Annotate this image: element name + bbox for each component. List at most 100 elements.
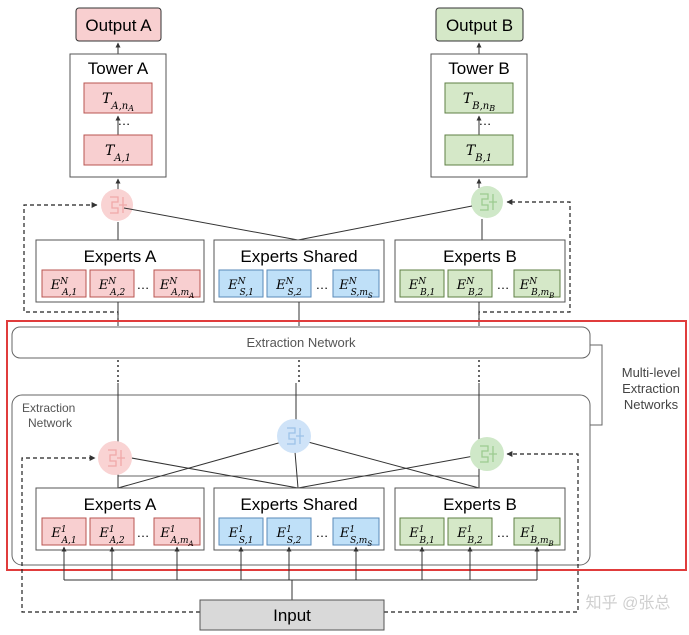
lower-experts-b-dots: … <box>497 525 510 540</box>
upper-experts-shared-title: Experts Shared <box>240 247 357 266</box>
input-arrows <box>61 546 540 580</box>
output-b-box <box>435 7 524 42</box>
upper-experts-shared-dots: … <box>316 277 329 292</box>
lower-expert-a2 <box>89 517 135 546</box>
tower-a-title: Tower A <box>88 59 149 78</box>
tower-b-title: Tower B <box>448 59 509 78</box>
extraction-network-top-bar <box>11 326 591 359</box>
lower-expert-b1 <box>399 517 445 546</box>
upper-expert-s1 <box>218 269 264 298</box>
lower-expert-bm <box>513 517 561 546</box>
tower-a-top-label: TA,nA <box>102 91 134 113</box>
upper-experts-a-title: Experts A <box>84 247 157 266</box>
multi-level-brace <box>590 344 603 426</box>
gate-a-lower-icon <box>98 441 132 475</box>
line-lower-shared-to-gate-a <box>125 456 299 489</box>
multi-level-label-2: Extraction <box>622 381 680 396</box>
lower-expert-s2 <box>266 517 312 546</box>
upper-expert-a1 <box>41 269 87 298</box>
lower-expert-am <box>153 517 201 546</box>
tower-a-bottom-layer <box>83 134 153 166</box>
extraction-network-inner-label-1: Extraction <box>22 401 75 415</box>
line-upper-shared-to-gate-a <box>123 207 299 241</box>
lower-expert-b2 <box>447 517 493 546</box>
tower-b-top-layer <box>444 82 514 114</box>
lower-experts-a-dots: … <box>137 525 150 540</box>
upper-expert-bm <box>513 269 561 298</box>
lower-experts-b-title: Experts B <box>443 495 517 514</box>
lower-expert-a1 <box>41 517 87 546</box>
gate-b-upper-icon <box>471 186 503 218</box>
multi-level-highlight-frame <box>6 320 687 571</box>
line-lower-b-to-shared-gate <box>307 441 480 489</box>
upper-gate-b-dashed-selector <box>478 199 571 322</box>
line-lower-a-to-shared-gate <box>117 441 283 489</box>
lower-experts-a-title: Experts A <box>84 495 157 514</box>
extraction-network-inner-label-2: Network <box>28 416 73 430</box>
upper-expert-b1 <box>399 269 445 298</box>
upper-expert-b2 <box>447 269 493 298</box>
output-a-label: Output A <box>85 16 152 35</box>
tower-b-top-label: TB,nB <box>463 91 495 113</box>
gate-a-upper-icon <box>101 189 133 221</box>
line-lower-shared-to-shared-gate <box>294 451 299 489</box>
upper-experts-b-title: Experts B <box>443 247 517 266</box>
upper-expert-a2 <box>89 269 135 298</box>
lower-expert-s1 <box>218 517 264 546</box>
multi-level-label-3: Networks <box>624 397 679 412</box>
lower-gate-b-dashed-selector <box>384 451 579 613</box>
upper-expert-s2 <box>266 269 312 298</box>
multi-level-label-1: Multi-level <box>622 365 681 380</box>
watermark-text: 知乎 @张总 <box>586 594 671 612</box>
output-b-label: Output B <box>446 16 513 35</box>
line-upper-shared-to-gate-b <box>297 205 473 241</box>
upper-expert-am <box>153 269 201 298</box>
extraction-network-top-label: Extraction Network <box>246 335 356 350</box>
input-label: Input <box>273 606 311 625</box>
upper-expert-sm <box>332 269 380 298</box>
extraction-network-inner-frame <box>11 394 591 566</box>
lower-experts-shared-dots: … <box>316 525 329 540</box>
tower-a-bottom-label: TA,1 <box>105 143 131 164</box>
lower-gate-a-dashed-selector <box>21 455 200 613</box>
tower-b-dots: … <box>479 113 492 128</box>
tower-b-bottom-label: TB,1 <box>466 143 492 164</box>
lower-expert-sm <box>332 517 380 546</box>
lower-experts-shared-title: Experts Shared <box>240 495 357 514</box>
line-lower-shared-to-gate-b <box>297 455 475 489</box>
tower-a-dots: … <box>118 113 131 128</box>
upper-experts-b-dots: … <box>497 277 510 292</box>
tower-a-top-layer <box>83 82 153 114</box>
gate-b-lower-icon <box>470 437 504 471</box>
gate-shared-lower-icon <box>277 419 311 453</box>
input-box <box>199 599 385 631</box>
tower-b-bottom-layer <box>444 134 514 166</box>
upper-experts-a-dots: … <box>137 277 150 292</box>
